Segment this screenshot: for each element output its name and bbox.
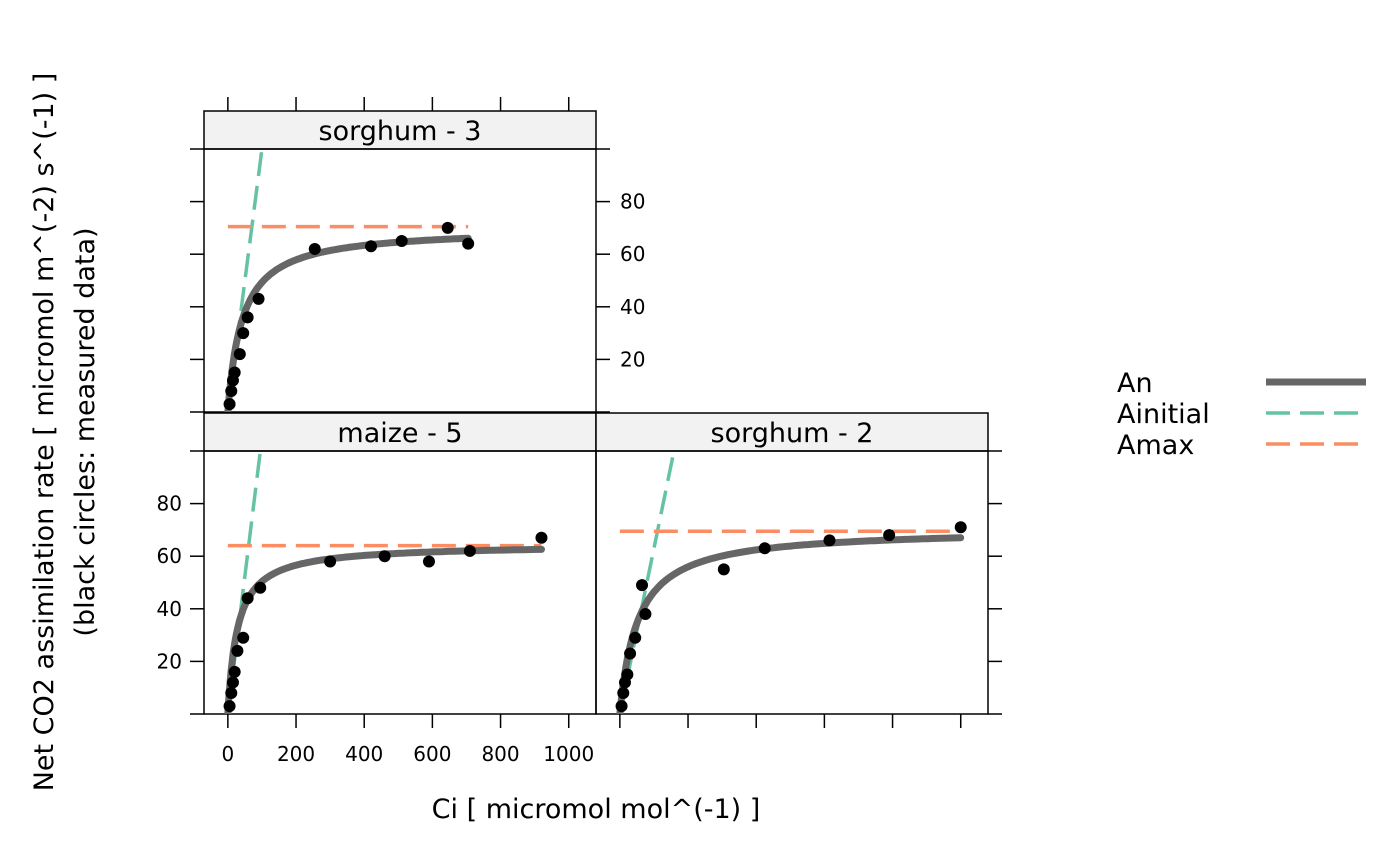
y-axis-title-line2: (black circles: measured data) <box>70 227 101 636</box>
data-point <box>624 647 637 660</box>
panel-sorghum-2: sorghum - 2 <box>595 412 1002 728</box>
panel-strip <box>595 412 989 452</box>
data-point <box>237 327 250 340</box>
x-axis-title: Ci [ micromol mol^(-1) ] <box>432 794 761 825</box>
data-point <box>535 531 548 544</box>
data-point <box>223 398 236 411</box>
data-point <box>639 608 652 621</box>
data-point <box>223 700 236 713</box>
data-point <box>254 581 267 594</box>
data-point <box>395 235 408 248</box>
data-point <box>462 237 475 250</box>
data-point <box>422 555 435 568</box>
data-point <box>324 555 337 568</box>
data-point <box>629 631 642 644</box>
data-point <box>636 579 649 592</box>
an-curve <box>616 534 965 714</box>
x-tick-label: 200 <box>277 742 315 766</box>
y-axis-subtitle-group: (black circles: measured data) <box>70 227 101 636</box>
data-point <box>463 544 476 557</box>
data-point <box>225 686 238 699</box>
data-point <box>617 686 630 699</box>
x-tick-label: 0 <box>221 742 234 766</box>
data-point <box>241 592 254 605</box>
panel-strip-label: maize - 5 <box>337 418 462 449</box>
data-point <box>954 521 967 534</box>
data-point <box>378 550 391 563</box>
y-axis-title-group: Net CO2 assimilation rate [ micromol m^(… <box>29 73 60 792</box>
y-tick-label: 60 <box>620 242 645 266</box>
data-point <box>615 700 628 713</box>
y-tick-label: 20 <box>620 347 645 371</box>
data-point <box>226 676 239 689</box>
data-point <box>228 665 241 678</box>
panel-frame <box>203 148 597 413</box>
legend-label-ainitial: Ainitial <box>1117 399 1210 430</box>
data-point <box>441 221 454 234</box>
x-tick-label: 400 <box>345 742 383 766</box>
data-point <box>883 529 896 542</box>
panel-strip-label: sorghum - 3 <box>319 116 482 147</box>
y-tick-label: 80 <box>620 190 645 214</box>
x-tick-label: 600 <box>413 742 451 766</box>
data-point <box>228 366 241 379</box>
x-tick-label: 1000 <box>543 742 594 766</box>
an-curve <box>224 234 472 412</box>
an-curve <box>224 545 545 714</box>
panel-sorghum-3: sorghum - 3 20 40 60 80 <box>190 97 645 413</box>
y-tick-label: 80 <box>157 492 182 516</box>
data-point <box>252 292 265 305</box>
data-point <box>758 542 771 555</box>
data-point <box>365 240 378 253</box>
y-axis-title-line1: Net CO2 assimilation rate [ micromol m^(… <box>29 73 60 792</box>
data-point <box>717 563 730 576</box>
y-tick-label: 60 <box>157 544 182 568</box>
panel-plot-area <box>223 149 475 412</box>
data-point <box>225 384 238 397</box>
legend-label-an: An <box>1117 368 1153 399</box>
y-tick-label: 20 <box>157 649 182 673</box>
panel-strip-label: sorghum - 2 <box>711 418 874 449</box>
data-point <box>823 534 836 547</box>
data-point <box>241 311 254 324</box>
data-point <box>233 348 246 361</box>
panel-plot-area <box>223 451 548 714</box>
y-tick-label: 40 <box>157 597 182 621</box>
panel-frame <box>595 450 989 715</box>
y-tick-label: 40 <box>620 295 645 319</box>
legend-label-amax: Amax <box>1117 430 1194 461</box>
panel-plot-area <box>615 451 967 714</box>
panel-strip <box>203 110 597 150</box>
data-point <box>621 668 634 681</box>
data-point <box>231 644 244 657</box>
data-point <box>308 242 321 255</box>
x-tick-label: 800 <box>481 742 519 766</box>
data-point <box>237 631 250 644</box>
